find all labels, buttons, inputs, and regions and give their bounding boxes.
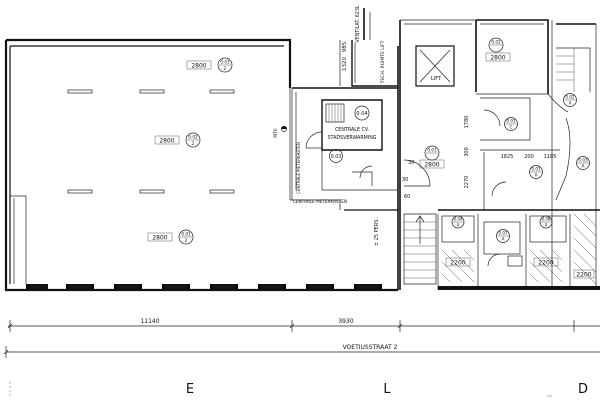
svg-text:2800: 2800 <box>152 235 167 242</box>
svg-text:0.01: 0.01 <box>427 148 437 153</box>
meter-cabinets-vertical: CENTRALE METERKASTEN <box>296 142 301 194</box>
street-name: VOETIUSSTRAAT 2 <box>343 344 398 351</box>
lift-tech-room: 1320 985 TECH. RUIMTE LIFT <box>339 40 398 87</box>
dim-300: 300 <box>464 147 470 157</box>
dimension-line-street: VOETIUSSTRAAT 2 <box>3 344 600 358</box>
axis-letters: E L D <box>9 382 588 397</box>
svg-text:2: 2 <box>192 141 195 146</box>
lift-label: LIFT <box>431 76 442 82</box>
axis-l: L <box>383 382 391 397</box>
tech-room-label: TECH. RUIMTE LIFT <box>380 40 386 84</box>
axis-e: E <box>186 382 194 397</box>
cv-room: 0.04 CENTRALE CV. STADSVERWARMING 0.03 C… <box>291 87 398 204</box>
dim-1780: 1780 <box>464 116 470 129</box>
svg-text:0.02: 0.02 <box>565 95 575 100</box>
dim-11140: 11140 <box>140 318 159 325</box>
svg-text:MTK: MTK <box>273 127 279 138</box>
svg-text:2800: 2800 <box>159 138 174 145</box>
ventilation-shaft: VENTILAT. 623L <box>355 5 371 43</box>
svg-text:STADSVERWARMING: STADSVERWARMING <box>327 135 376 141</box>
dim-1825: 1825 <box>501 154 514 160</box>
svg-text:0.03: 0.03 <box>578 158 588 163</box>
svg-text:VENTILAT. 623L: VENTILAT. 623L <box>355 5 361 43</box>
svg-text:A: A <box>582 164 585 169</box>
svg-text:A: A <box>502 237 505 242</box>
wc-edge: 2200 <box>573 213 597 285</box>
axis-d: D <box>578 382 588 397</box>
dim-1185: 1185 <box>544 154 557 160</box>
svg-text:0.01: 0.01 <box>506 119 516 124</box>
svg-text:2200: 2200 <box>576 272 591 279</box>
dim-200: 200 <box>524 154 534 160</box>
persons-label: ± 25 PERS. <box>374 218 380 247</box>
svg-text:A: A <box>545 223 548 228</box>
meter-cabinets-label: CENTRALE METERKASTEN <box>293 199 347 204</box>
svg-text:2800: 2800 <box>191 63 206 70</box>
central-corridor: LIFT 0.01 2800 30 30 60 ± 25 PERS. <box>374 19 477 290</box>
svg-text:0.01: 0.01 <box>531 167 541 172</box>
svg-text:2200: 2200 <box>450 260 465 267</box>
room-tag-002: 2800 0.02 2 <box>154 132 201 148</box>
dim-30-a: 30 <box>408 160 414 166</box>
room-tag-003: 2800 0.03 2 <box>186 57 233 73</box>
svg-text:A: A <box>535 173 538 178</box>
svg-text:0.04: 0.04 <box>356 111 367 117</box>
svg-text:0.07: 0.07 <box>498 231 508 236</box>
svg-text:0.02: 0.02 <box>188 135 198 140</box>
svg-text:0.01: 0.01 <box>181 232 191 237</box>
dim-60: 60 <box>404 194 410 200</box>
dim-985: 985 <box>342 41 348 52</box>
svg-text:0.03: 0.03 <box>331 154 342 160</box>
svg-text:C: C <box>510 125 513 130</box>
svg-text:2: 2 <box>224 66 227 71</box>
wc-008: 0.08 A 2200 <box>529 215 567 283</box>
svg-text:CENTRALE CV.: CENTRALE CV. <box>335 127 369 133</box>
right-block: 0.02 2800 0.01 C 1780 300 2270 1825 200 … <box>464 19 597 290</box>
dim-1320: 1320 <box>342 57 348 71</box>
room-tag-001: 2800 0.01 2 <box>147 229 194 245</box>
svg-text:2800: 2800 <box>424 162 439 169</box>
dim-30-b: 30 <box>402 177 408 183</box>
svg-text:0.02: 0.02 <box>491 40 501 45</box>
facade-piers <box>26 284 382 290</box>
main-hall-walls <box>4 38 399 292</box>
svg-text:2: 2 <box>185 238 188 243</box>
wc-row: 0.04 A 2200 0.07 A 0.08 A 2200 <box>437 209 600 290</box>
svg-text:A: A <box>569 101 572 106</box>
svg-text:2800: 2800 <box>490 55 505 62</box>
dim-2270: 2270 <box>464 176 470 189</box>
ceiling-lights <box>67 89 235 194</box>
dim-3930: 3930 <box>338 318 353 325</box>
svg-text:0.03: 0.03 <box>220 60 230 65</box>
main-stair <box>403 213 437 285</box>
svg-text:0.08: 0.08 <box>542 217 551 222</box>
wc-004: 0.04 A 2200 <box>441 215 475 283</box>
mtk-symbol: MTK <box>273 126 287 138</box>
dimension-line-main: 11140 3930 <box>7 318 600 332</box>
svg-text:2200: 2200 <box>538 260 553 267</box>
svg-text:A: A <box>457 223 460 228</box>
wc-007: 0.07 A <box>483 221 523 267</box>
svg-text:0.04: 0.04 <box>454 217 463 222</box>
